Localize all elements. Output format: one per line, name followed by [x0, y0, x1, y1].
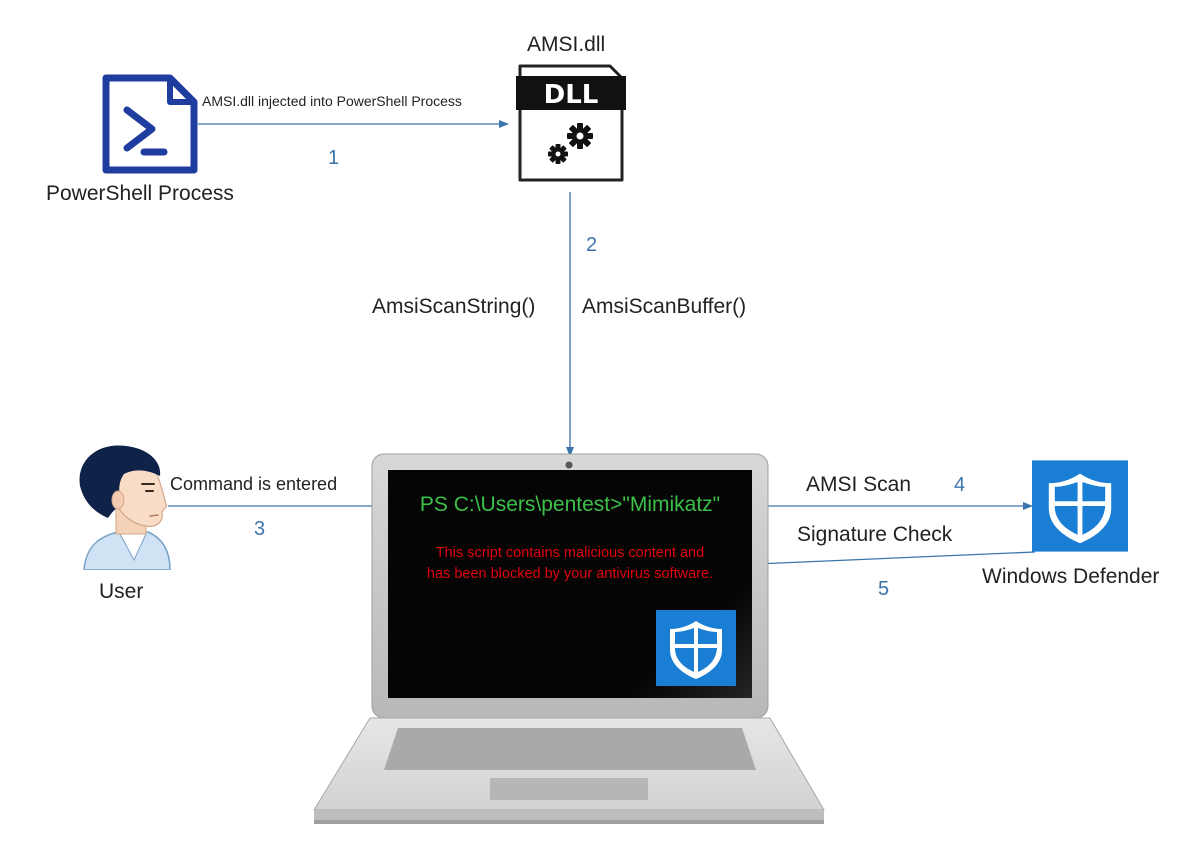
malicious-warning-line-1: This script contains malicious content a…	[435, 545, 705, 561]
amsi-scan-buffer-label: AmsiScanBuffer()	[582, 295, 747, 318]
terminal-command: "Mimikatz"	[622, 493, 721, 516]
dll-badge-text: DLL	[544, 80, 599, 110]
terminal-command-line: PS C:\Users\pentest>"Mimikatz"	[388, 493, 752, 517]
step-3-number: 3	[254, 518, 266, 540]
screen-defender-shield-icon	[656, 610, 736, 686]
windows-defender-label: Windows Defender	[982, 565, 1160, 588]
step-4-number: 4	[954, 474, 966, 496]
arrow-signature-check	[755, 551, 1036, 568]
inject-edge-label: AMSI.dll injected into PowerShell Proces…	[202, 93, 462, 109]
command-edge-label: Command is entered	[170, 474, 338, 494]
step-2-number: 2	[586, 234, 598, 256]
windows-defender-shield-icon	[1032, 460, 1128, 552]
step-1-number: 1	[328, 147, 340, 169]
amsi-scan-edge-label: AMSI Scan	[806, 473, 912, 496]
amsi-dll-title: AMSI.dll	[527, 33, 606, 56]
amsi-scan-string-label: AmsiScanString()	[372, 295, 536, 318]
terminal-prompt: PS C:\Users\pentest>	[419, 493, 623, 516]
dll-file-icon: DLL	[516, 64, 626, 182]
malicious-warning-line-2: has been blocked by your antivirus softw…	[426, 566, 714, 582]
user-avatar-icon	[79, 445, 171, 570]
signature-check-edge-label: Signature Check	[797, 523, 953, 546]
step-5-number: 5	[878, 578, 890, 600]
powershell-process-label: PowerShell Process	[46, 182, 234, 205]
powershell-icon	[102, 74, 198, 174]
user-label: User	[99, 580, 144, 603]
